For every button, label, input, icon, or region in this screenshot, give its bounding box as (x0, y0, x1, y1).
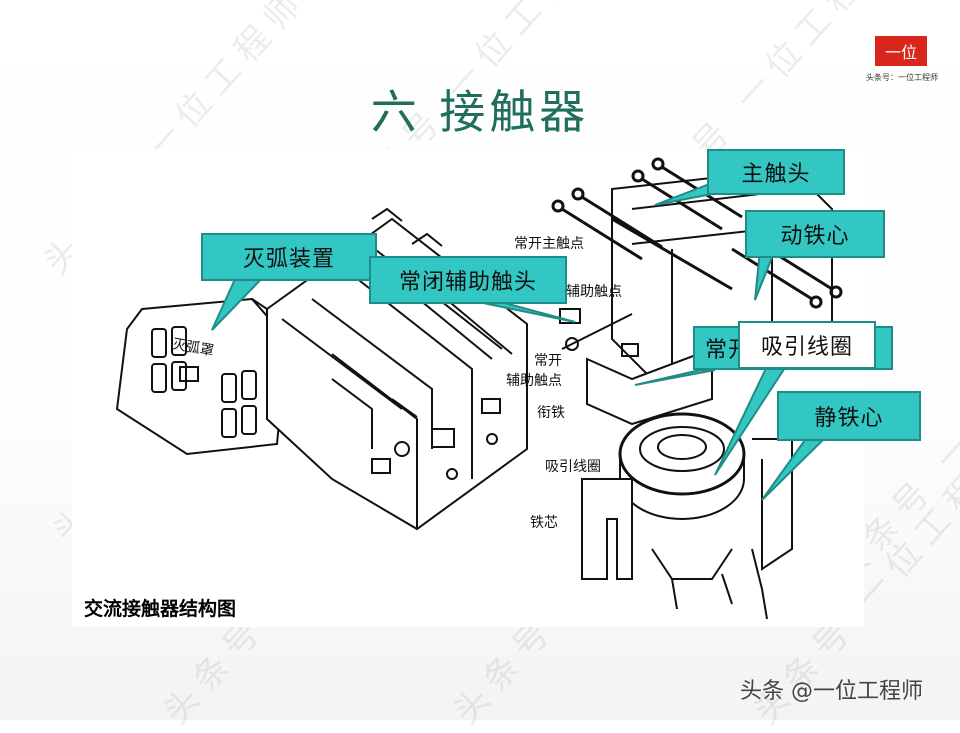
label-armature: 衔铁 (537, 405, 565, 421)
callout-main-contact: 主触头 (707, 149, 845, 195)
contactor-diagram (72, 149, 864, 627)
callout-moving-core: 动铁心 (745, 210, 885, 258)
label-coil: 吸引线圈 (545, 459, 601, 475)
logo: 一位 (875, 36, 927, 66)
label-no-main-contact: 常开主触点 (514, 236, 584, 252)
pointer-static-core (761, 432, 833, 501)
slide-title: 六 接触器 (370, 85, 590, 139)
label-no-aux-line1: 常开 (534, 353, 562, 369)
callout-coil: 吸引线圈 (738, 321, 876, 369)
callout-static-core: 静铁心 (777, 391, 921, 441)
logo-subtitle: 头条号：一位工程师 (866, 73, 938, 82)
callout-nc-aux-contact: 常闭辅助触头 (369, 256, 567, 304)
diagram-caption: 交流接触器结构图 (84, 598, 237, 620)
pointer-no-aux (634, 369, 716, 386)
callout-arc-device: 灭弧装置 (201, 233, 377, 281)
label-core: 铁芯 (530, 515, 558, 531)
label-no-aux-line2: 辅助触点 (506, 373, 562, 389)
footer-brand: 头条 @一位工程师 (740, 679, 923, 704)
label-aux-contact: 辅助触点 (566, 284, 622, 300)
